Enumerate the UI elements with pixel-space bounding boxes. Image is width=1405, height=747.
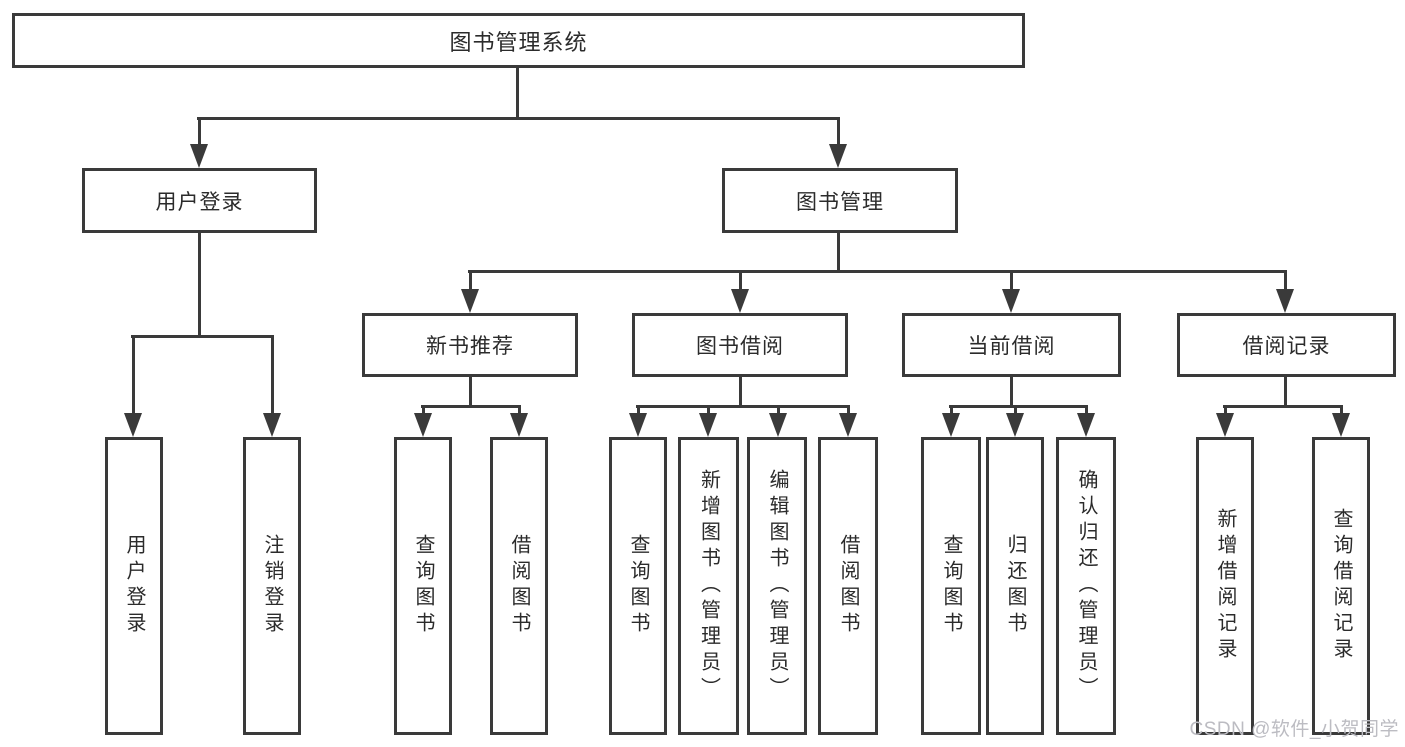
leaf-node-label: 查询借阅记录	[1330, 508, 1352, 664]
arrow-down-icon	[731, 289, 749, 313]
leaf-node-query-books-borrow: 查询图书	[609, 437, 667, 735]
connector-line	[739, 270, 742, 291]
leaf-node-label: 确认归还（管理员）	[1075, 469, 1097, 703]
level3-node-borrow-records: 借阅记录	[1177, 313, 1396, 377]
leaf-node-label: 新增图书（管理员）	[697, 469, 720, 703]
arrow-down-icon	[510, 413, 528, 437]
arrow-down-icon	[1002, 289, 1020, 313]
root-node-label: 图书管理系统	[449, 29, 588, 55]
leaf-node-label: 新增借阅记录	[1214, 508, 1236, 664]
leaf-node-borrow-books-recommend: 借阅图书	[490, 437, 548, 735]
leaf-node-label: 查询图书	[940, 534, 962, 638]
level3-node-new-book-recommend: 新书推荐	[362, 313, 578, 377]
connector-line	[777, 405, 780, 415]
connector-line	[1085, 405, 1088, 415]
connector-line	[468, 270, 1287, 273]
leaf-node-add-borrow-record: 新增借阅记录	[1196, 437, 1254, 735]
connector-line	[518, 405, 521, 415]
connector-line	[1014, 405, 1017, 415]
leaf-node-label: 查询图书	[627, 534, 649, 638]
leaf-node-return-books: 归还图书	[986, 437, 1044, 735]
connector-line	[131, 335, 274, 338]
connector-line	[271, 335, 274, 415]
leaf-node-edit-books-admin: 编辑图书（管理员）	[747, 437, 807, 735]
level2-node-label: 图书管理	[796, 190, 884, 214]
connector-line	[739, 377, 742, 408]
arrow-down-icon	[124, 413, 142, 437]
leaf-node-label: 编辑图书（管理员）	[766, 469, 788, 703]
leaf-node-add-books-admin: 新增图书（管理员）	[678, 437, 739, 735]
connector-line	[132, 335, 135, 415]
connector-line	[837, 233, 840, 273]
arrow-down-icon	[629, 413, 647, 437]
connector-line	[837, 117, 840, 146]
connector-line	[950, 405, 953, 415]
arrow-down-icon	[1276, 289, 1294, 313]
connector-line	[198, 117, 201, 146]
connector-line	[516, 68, 519, 120]
arrow-down-icon	[1216, 413, 1234, 437]
connector-line	[707, 405, 710, 415]
leaf-node-label: 注销登录	[261, 534, 283, 638]
arrow-down-icon	[263, 413, 281, 437]
connector-line	[469, 270, 472, 291]
level3-node-book-borrow: 图书借阅	[632, 313, 848, 377]
connector-line	[847, 405, 850, 415]
leaf-node-label: 借阅图书	[508, 534, 530, 638]
leaf-node-confirm-return-admin: 确认归还（管理员）	[1056, 437, 1116, 735]
connector-line	[422, 405, 425, 415]
level2-node-user-login: 用户登录	[82, 168, 317, 233]
leaf-node-label: 归还图书	[1004, 534, 1026, 638]
leaf-node-user-login: 用户登录	[105, 437, 163, 735]
arrow-down-icon	[769, 413, 787, 437]
level3-node-label: 当前借阅	[967, 335, 1056, 358]
connector-line	[1340, 405, 1343, 415]
leaf-node-label: 查询图书	[412, 534, 434, 638]
connector-line	[1224, 405, 1227, 415]
arrow-down-icon	[1077, 413, 1095, 437]
arrow-down-icon	[461, 289, 479, 313]
connector-line	[637, 405, 640, 415]
arrow-down-icon	[942, 413, 960, 437]
leaf-node-query-borrow-record: 查询借阅记录	[1312, 437, 1370, 735]
arrow-down-icon	[414, 413, 432, 437]
level3-node-label: 图书借阅	[696, 335, 784, 358]
root-node-library-management-system: 图书管理系统	[12, 13, 1025, 68]
leaf-node-query-books-recommend: 查询图书	[394, 437, 452, 735]
connector-line	[198, 233, 201, 338]
connector-line	[1010, 270, 1013, 291]
connector-line	[949, 405, 1088, 408]
connector-line	[636, 405, 850, 408]
connector-line	[1223, 405, 1343, 408]
leaf-node-label: 借阅图书	[837, 534, 859, 638]
level3-node-label: 借阅记录	[1242, 335, 1331, 358]
arrow-down-icon	[829, 144, 847, 168]
level3-node-current-borrow: 当前借阅	[902, 313, 1121, 377]
connector-line	[1010, 377, 1013, 408]
arrow-down-icon	[839, 413, 857, 437]
arrow-down-icon	[1332, 413, 1350, 437]
connector-line	[1284, 377, 1287, 408]
leaf-node-query-books-current: 查询图书	[921, 437, 981, 735]
connector-line	[421, 405, 521, 408]
level3-node-label: 新书推荐	[426, 335, 514, 358]
connector-line	[1284, 270, 1287, 291]
level2-node-book-management: 图书管理	[722, 168, 958, 233]
level2-node-label: 用户登录	[155, 190, 244, 214]
arrow-down-icon	[1006, 413, 1024, 437]
watermark: CSDN @软件_小贺同学	[1189, 719, 1399, 740]
connector-line	[197, 117, 840, 120]
arrow-down-icon	[190, 144, 208, 168]
leaf-node-label: 用户登录	[123, 534, 145, 638]
leaf-node-borrow-books: 借阅图书	[818, 437, 878, 735]
arrow-down-icon	[699, 413, 717, 437]
leaf-node-logout: 注销登录	[243, 437, 301, 735]
connector-line	[469, 377, 472, 408]
